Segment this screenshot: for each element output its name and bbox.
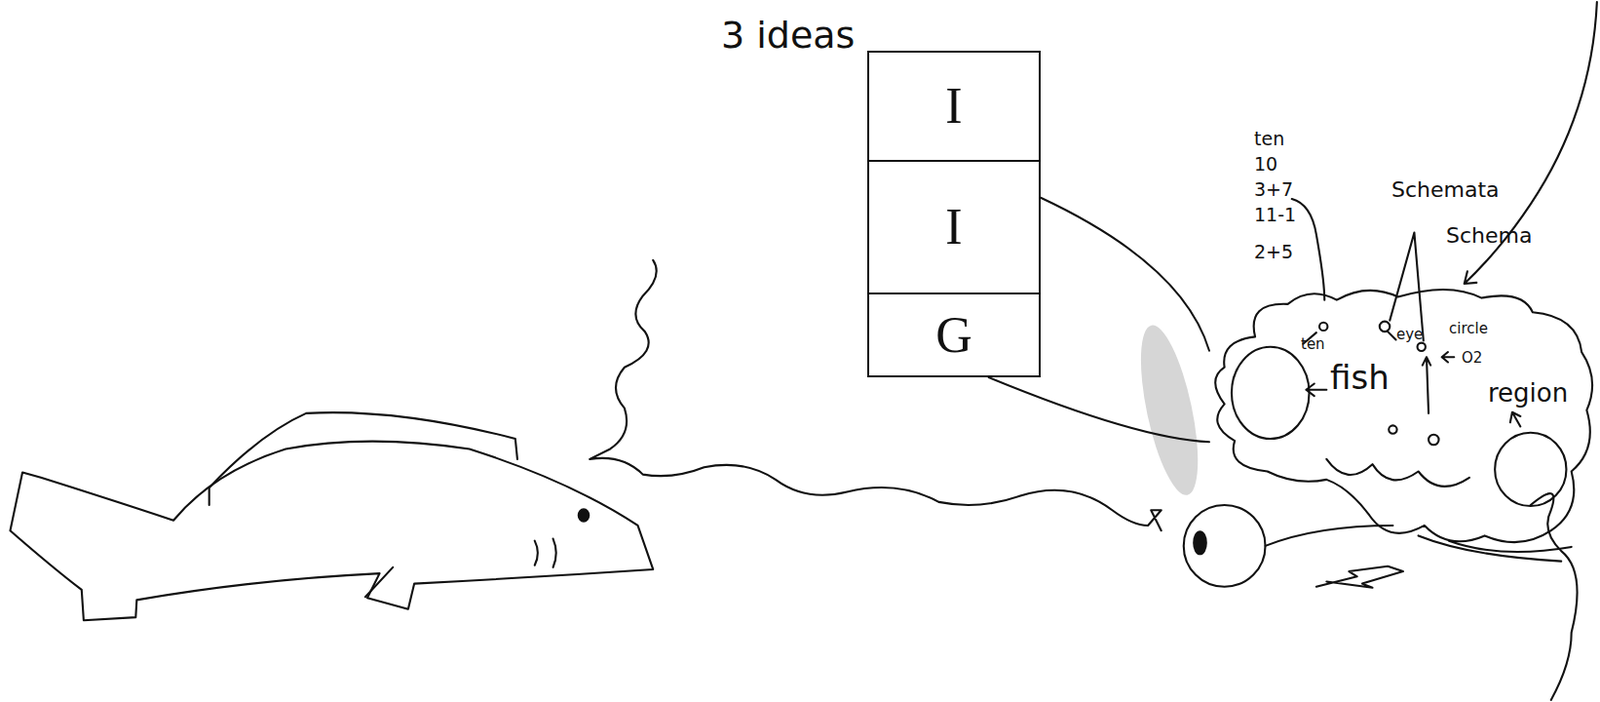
fish-fin — [365, 567, 393, 597]
wavy-signal-line — [589, 260, 1161, 531]
note-label: Schemata — [1391, 178, 1500, 202]
zigzag-mark — [1316, 566, 1404, 588]
note-label: 3+7 — [1254, 179, 1294, 200]
leader-line — [1292, 198, 1326, 301]
arrow-mark — [1422, 356, 1431, 414]
concept-label: fish — [1330, 359, 1390, 396]
note-label: 10 — [1254, 153, 1278, 175]
note-label: ten — [1254, 128, 1285, 150]
concept-dot — [1428, 434, 1439, 445]
region-circle — [1494, 432, 1566, 506]
cell-text: I — [945, 77, 962, 134]
fish-eye — [578, 508, 589, 522]
gray-smudge — [1129, 320, 1210, 500]
arrow-mark — [1510, 412, 1521, 427]
concept-label: circle — [1448, 320, 1488, 338]
concept-dot — [1319, 322, 1328, 331]
eye-pupil — [1193, 531, 1207, 554]
region-label: region — [1487, 379, 1568, 408]
fish-gills — [534, 538, 557, 568]
brain-outline — [1215, 289, 1593, 542]
note-label: 2+5 — [1254, 241, 1294, 263]
concept-dot — [1388, 424, 1397, 433]
connector-line — [1040, 197, 1210, 351]
tail-line — [1530, 493, 1578, 700]
connector-path — [1040, 197, 1210, 351]
note-label: Schema — [1446, 224, 1532, 248]
concept-label: O2 — [1461, 349, 1483, 367]
eye-circle — [1183, 504, 1266, 587]
concept-dot — [1379, 321, 1390, 332]
arrow-mark — [1305, 382, 1327, 396]
leader-line — [1389, 232, 1424, 342]
concept-label: eye — [1396, 326, 1423, 343]
fish-dorsal-fin — [209, 412, 518, 505]
column-heading: 3 ideas — [721, 15, 855, 57]
fish-concept-circle — [1231, 346, 1310, 439]
concept-label: ten — [1300, 336, 1326, 353]
idea-cell: I — [869, 159, 1039, 293]
brain-folds — [1326, 458, 1571, 562]
note-label: 11-1 — [1254, 204, 1296, 226]
cell-text: G — [935, 306, 973, 363]
arrow-mark — [1442, 351, 1455, 362]
cell-text: I — [945, 198, 962, 255]
idea-cell: I — [869, 52, 1039, 160]
eye-nerve-line — [1265, 525, 1394, 546]
fish-body — [9, 441, 653, 621]
brain-region: ten eye circleO2 fish region — [1209, 285, 1595, 546]
connector-path — [989, 377, 1210, 442]
idea-column-box: 3 ideasIIG — [867, 50, 1041, 378]
concept-dot — [1417, 342, 1426, 351]
idea-cell: G — [869, 292, 1039, 376]
connector-line — [989, 377, 1210, 442]
